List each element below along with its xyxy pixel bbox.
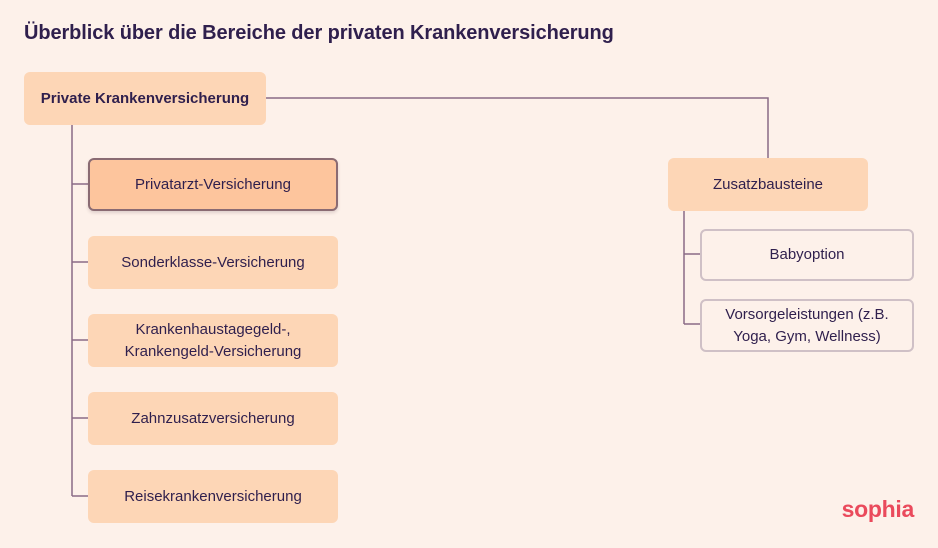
item-reisekranken: Reisekrankenversicherung [88, 470, 338, 523]
sub-vorsorgeleistungen: Vorsorgeleistungen (z.B. Yoga, Gym, Well… [700, 299, 914, 352]
item-krankenhaustagegeld: Krankenhaustagegeld-, Krankengeld-Versic… [88, 314, 338, 367]
item-privatarzt: Privatarzt-Versicherung [88, 158, 338, 211]
item-zahnzusatz: Zahnzusatzversicherung [88, 392, 338, 445]
page-title: Überblick über die Bereiche der privaten… [24, 22, 614, 44]
zusatzbausteine-node: Zusatzbausteine [668, 158, 868, 211]
root-node: Private Krankenversicherung [24, 72, 266, 125]
connector-root-zusatz [266, 97, 769, 158]
sophia-logo: sophia [841, 496, 915, 522]
item-sonderklasse: Sonderklasse-Versicherung [88, 236, 338, 289]
sub-babyoption: Babyoption [700, 229, 914, 281]
